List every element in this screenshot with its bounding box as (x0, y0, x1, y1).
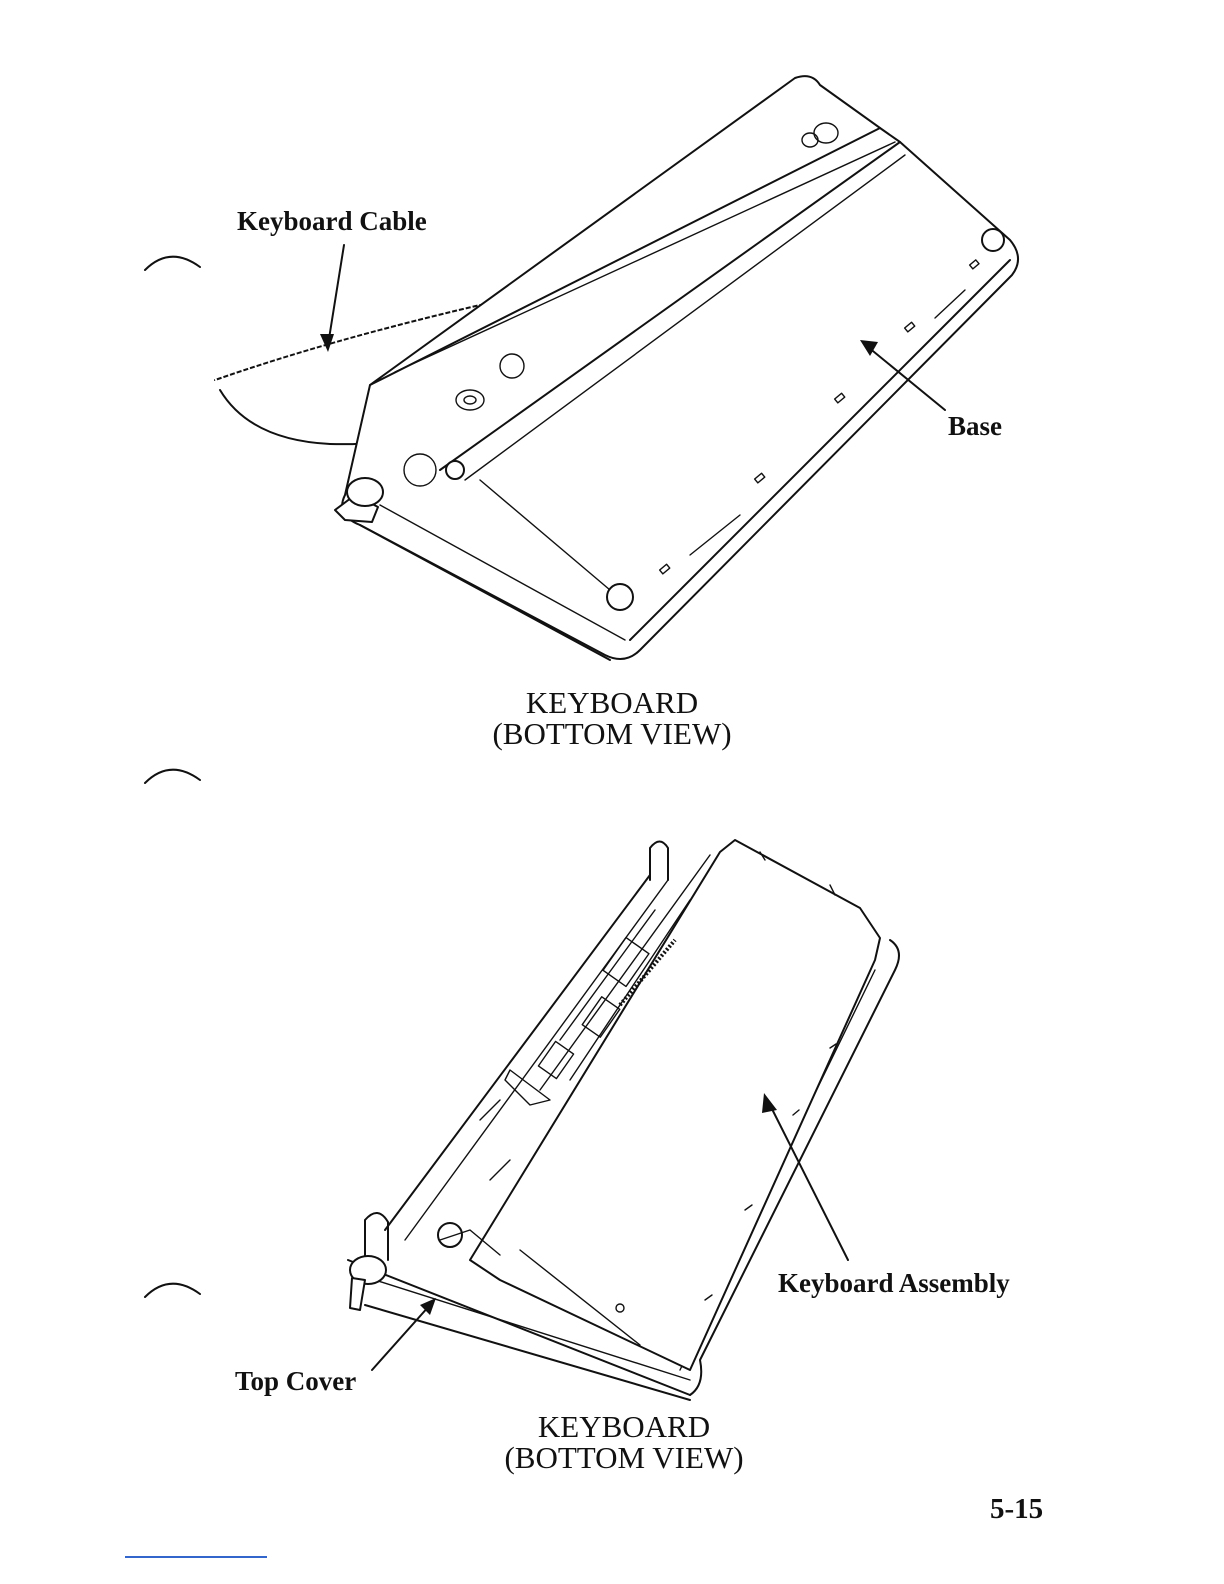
caption-line-1: KEYBOARD (424, 1411, 824, 1442)
foot-back-right (982, 229, 1004, 251)
page-number: 5-15 (990, 1493, 1043, 1526)
figure-keyboard-base: Keyboard Cable Base KEYBOARD (BOTTOM VIE… (0, 0, 1224, 760)
base-body (335, 76, 1018, 660)
figure-keyboard-assembly: Keyboard Assembly Top Cover KEYBOARD (BO… (0, 760, 1224, 1480)
caption-line-2: (BOTTOM VIEW) (412, 718, 812, 749)
callout-keyboard-cable: Keyboard Cable (237, 208, 427, 235)
callout-base: Base (948, 413, 1002, 440)
callout-keyboard-assembly: Keyboard Assembly (778, 1270, 1010, 1297)
figure-1-caption: KEYBOARD (BOTTOM VIEW) (412, 687, 812, 749)
caption-line-1: KEYBOARD (412, 687, 812, 718)
figure-2-caption: KEYBOARD (BOTTOM VIEW) (424, 1411, 824, 1473)
callout-top-cover: Top Cover (235, 1368, 356, 1395)
foot-front (607, 584, 633, 610)
caption-line-2: (BOTTOM VIEW) (424, 1442, 824, 1473)
footer-rule (125, 1556, 267, 1558)
keyboard-assembly-drawing (0, 760, 1224, 1480)
keyboard-bottom-drawing (0, 0, 1224, 760)
